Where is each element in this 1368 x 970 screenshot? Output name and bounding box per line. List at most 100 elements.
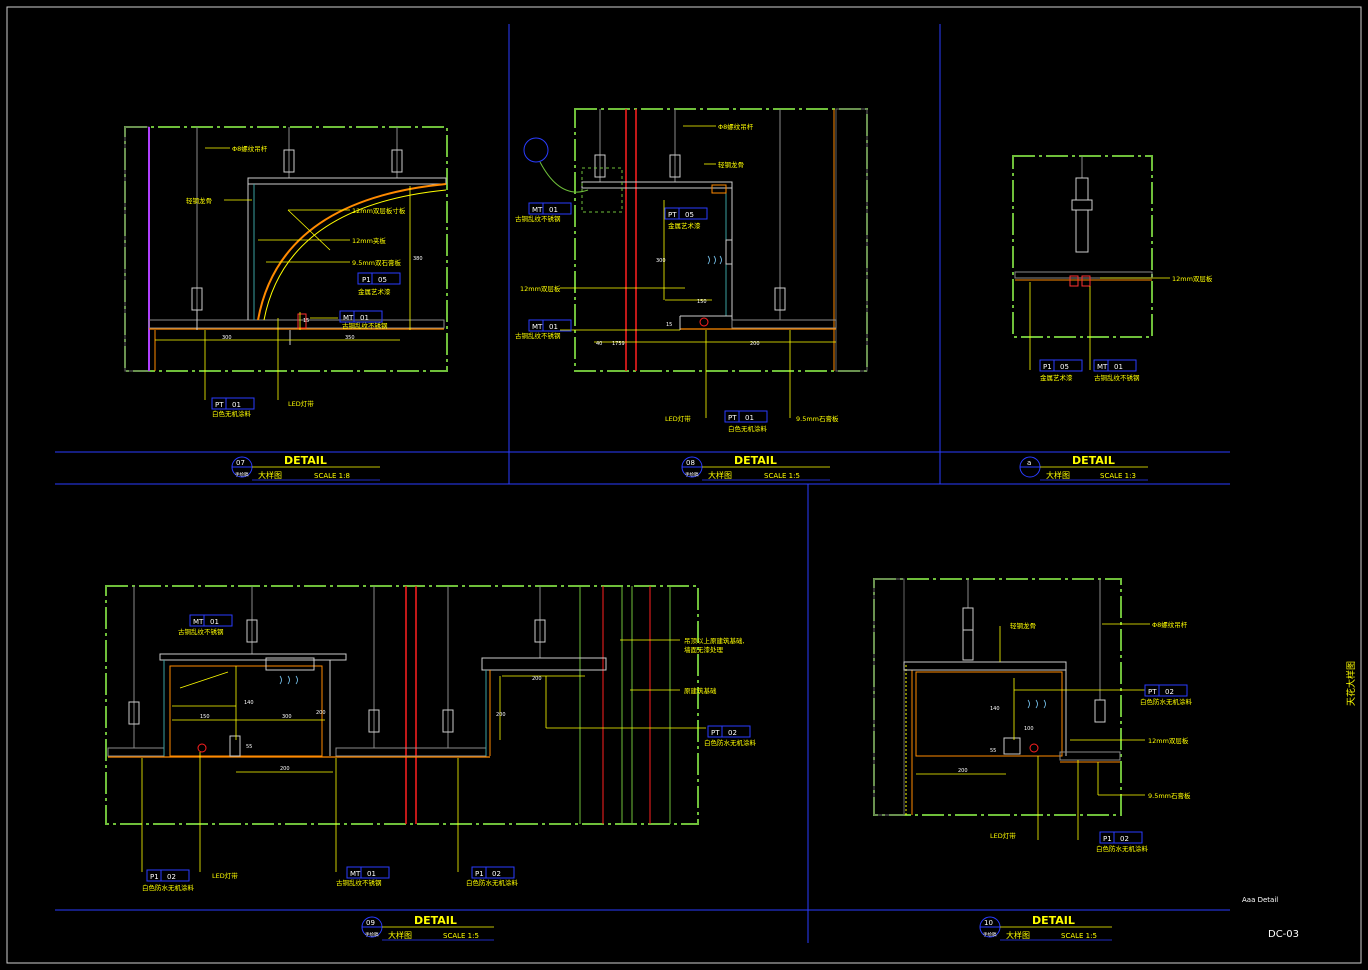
dimension: 140	[244, 700, 254, 706]
tag-number: 01	[549, 323, 558, 331]
tag-number: 05	[685, 211, 694, 219]
layout-grid	[55, 24, 1230, 943]
tag-pt-02-d09: PT 02	[707, 725, 751, 738]
dimension: 200	[750, 341, 760, 347]
detail-title: DETAIL	[284, 454, 327, 467]
note: 金属艺术漆	[358, 287, 391, 296]
tag-code: P1	[475, 870, 484, 878]
dimension: 55	[990, 748, 996, 754]
note: 古铜乱纹不锈钢	[336, 878, 382, 887]
tag-p1-02-d10: P1 02	[1099, 831, 1143, 844]
tag-p1-05-da: P1 05	[1039, 359, 1083, 372]
dimension: 140	[990, 706, 1000, 712]
detail-scale: SCALE 1:5	[764, 472, 800, 480]
sheet-vertical-title: 天花大样图	[1345, 661, 1357, 706]
note: 9.5mm石膏板	[1148, 791, 1191, 800]
detail-cn-title: 大样图	[258, 470, 282, 480]
tag-number: 05	[378, 276, 387, 284]
detail-09-notes: 古铜乱纹不锈钢 吊顶以上原建筑基础, 墙面无漆处理 原建筑基础 白色防水无机涂料…	[142, 627, 757, 892]
note: LED灯带	[212, 871, 238, 880]
detail-a-tags: P1 05 MT 01	[1039, 359, 1137, 372]
detail-sub: 手绘稿	[685, 471, 699, 478]
tag-code: MT	[193, 618, 204, 626]
dimension: 200	[496, 712, 506, 718]
detail-cn-title: 大样图	[708, 470, 732, 480]
tag-code: PT	[215, 401, 224, 409]
tag-code: PT	[728, 414, 737, 422]
note: LED灯带	[990, 831, 1016, 840]
tag-mt-01-d08-b: MT 01	[528, 319, 572, 332]
detail-title: DETAIL	[414, 914, 457, 927]
dimension: 200	[958, 768, 968, 774]
dimension: 15	[303, 318, 309, 324]
detail-08-drawing	[523, 108, 868, 418]
detail-number: 10	[984, 919, 993, 927]
tag-number: 02	[1120, 835, 1129, 843]
detail-title: DETAIL	[1032, 914, 1075, 927]
note: 白色防水无机涂料	[1096, 844, 1149, 853]
tag-mt-01-d09-a: MT 01	[189, 614, 233, 627]
detail-a-notes: 12mm双层板 金属艺术漆 古铜乱纹不锈钢	[1040, 274, 1213, 382]
dimension: 40	[596, 341, 602, 347]
dimension: 15	[666, 322, 672, 328]
tag-code: PT	[668, 211, 677, 219]
dimension: 200	[316, 710, 326, 716]
tag-pt-01-d07: PT 01	[211, 397, 255, 410]
tag-mt-01-d09-b: MT 01	[346, 866, 390, 879]
note: 白色无机涂料	[728, 424, 768, 433]
note: 白色防水无机涂料	[142, 883, 195, 892]
note: Φ8螺纹吊杆	[718, 122, 754, 131]
tag-number: 05	[1060, 363, 1069, 371]
detail-cn-title: 大样图	[1046, 470, 1070, 480]
title-block-10: 10 手绘稿 DETAIL 大样图 SCALE 1:5	[979, 914, 1112, 941]
tag-code: MT	[350, 870, 361, 878]
note: 吊顶以上原建筑基础,	[684, 636, 745, 645]
tag-code: PT	[711, 729, 720, 737]
title-block-07: 07 手绘稿 DETAIL 大样图 SCALE 1:8	[231, 454, 380, 481]
detail-number: 08	[686, 459, 695, 467]
tag-number: 02	[167, 873, 176, 881]
note: 9.5mm石膏板	[796, 414, 839, 423]
note: LED灯带	[665, 414, 691, 423]
note: 古铜乱纹不锈钢	[515, 331, 561, 340]
tag-number: 01	[360, 314, 369, 322]
dimension: 300	[222, 335, 232, 341]
detail-10-notes: 轻钢龙骨 Φ8螺纹吊杆 白色防水无机涂料 12mm双层板 9.5mm石膏板 LE…	[958, 620, 1193, 853]
detail-10-drawing	[873, 578, 1150, 840]
dimension: 1759	[612, 341, 625, 347]
tag-mt-01-d07: MT 01	[339, 310, 383, 323]
tag-number: 01	[549, 206, 558, 214]
tag-code: P1	[362, 276, 371, 284]
dimension: 150	[200, 714, 210, 720]
note: 白色防水无机涂料	[704, 738, 757, 747]
detail-09-tags: MT 01 PT 02 P1 02 MT 01 P1 02	[146, 614, 751, 882]
dimension: 200	[280, 766, 290, 772]
detail-sub: 手绘稿	[235, 471, 249, 478]
note: Φ8螺纹吊杆	[1152, 620, 1188, 629]
tag-code: MT	[343, 314, 354, 322]
tag-number: 02	[1165, 688, 1174, 696]
detail-07-tags: P1 05 MT 01 PT 01	[211, 272, 401, 410]
detail-07-notes: Φ8螺纹吊杆 轻钢龙骨 12mm双层板寸板 12mm夹板 9.5mm双石膏板 金…	[186, 144, 423, 418]
tag-p1-02-d09-b: P1 02	[471, 866, 515, 879]
tag-number: 01	[232, 401, 241, 409]
note: 古铜乱纹不锈钢	[178, 627, 224, 636]
detail-sub: 手绘稿	[365, 931, 379, 938]
note: 轻钢龙骨	[718, 160, 744, 169]
drawing-name: Aaa Detail	[1242, 896, 1278, 904]
detail-cn-title: 大样图	[388, 930, 412, 940]
note: 轻钢龙骨	[186, 196, 212, 205]
tag-number: 01	[745, 414, 754, 422]
note: 金属艺术漆	[668, 221, 701, 230]
tag-code: P1	[1043, 363, 1052, 371]
sheet-number: DC-03	[1268, 929, 1299, 940]
tag-pt-01-d08: PT 01	[724, 410, 768, 423]
tag-number: 01	[210, 618, 219, 626]
tag-code: MT	[532, 323, 543, 331]
title-block-08: 08 手绘稿 DETAIL 大样图 SCALE 1:5	[681, 454, 830, 481]
note: 古铜乱纹不锈钢	[1094, 373, 1140, 382]
note: 9.5mm双石膏板	[352, 258, 402, 267]
note: 12mm双层板	[1148, 736, 1189, 745]
tag-pt-02-d10: PT 02	[1144, 684, 1188, 697]
